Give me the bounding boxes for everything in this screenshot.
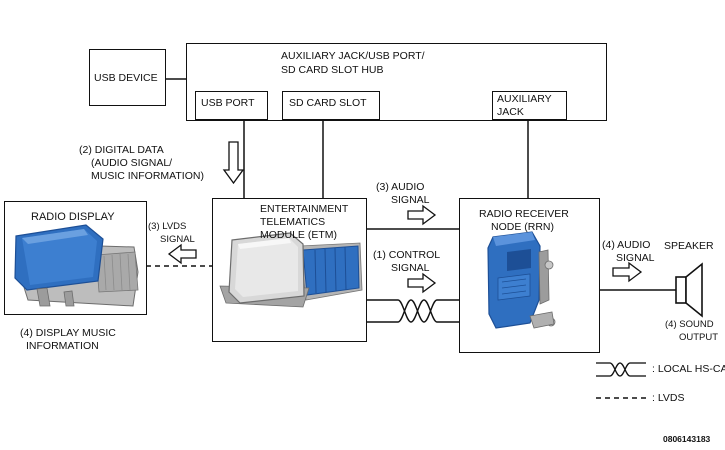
digital-data-label-line1: (2) DIGITAL DATA xyxy=(79,144,164,156)
legend-hs-can-symbol xyxy=(596,362,646,377)
lvds-signal-label-line2: SIGNAL xyxy=(160,234,195,245)
radio-display-illustration xyxy=(14,224,139,307)
rrn-label-line2: NODE (RRN) xyxy=(491,221,554,233)
speaker-caption-line2: OUTPUT xyxy=(679,332,719,343)
speaker-icon xyxy=(675,262,703,318)
digital-data-label-line3: MUSIC INFORMATION) xyxy=(91,170,204,182)
audio-signal-3-arrow xyxy=(407,204,437,226)
etm-label-line2: TELEMATICS xyxy=(260,216,326,228)
usb-device-label: USB DEVICE xyxy=(94,72,158,84)
control-signal-label-line1: (1) CONTROL xyxy=(373,249,441,261)
usb-device-box xyxy=(89,49,166,106)
radio-display-box xyxy=(4,201,147,315)
audio-signal-4-label-line1: (4) AUDIO xyxy=(602,239,651,251)
digital-data-label-line2: (AUDIO SIGNAL/ xyxy=(91,157,173,169)
sd-card-slot-box xyxy=(282,91,380,120)
radio-display-title: RADIO DISPLAY xyxy=(31,211,115,223)
usb-port-label: USB PORT xyxy=(201,97,255,109)
aux-jack-box xyxy=(492,91,567,120)
digital-data-arrow xyxy=(222,141,245,185)
hub-title-line2: SD CARD SLOT HUB xyxy=(281,64,384,76)
rrn-label-line1: RADIO RECEIVER xyxy=(479,208,569,220)
audio-signal-4-arrow xyxy=(612,261,643,283)
aux-jack-label-line2: JACK xyxy=(497,106,524,118)
legend-hs-can-label: : LOCAL HS-CAN xyxy=(652,363,725,375)
radio-display-caption-line1: (4) DISPLAY MUSIC xyxy=(20,327,116,339)
speaker-caption-line1: (4) SOUND xyxy=(665,319,714,330)
control-signal-label-line2: SIGNAL xyxy=(391,262,430,274)
legend-lvds-label: : LVDS xyxy=(652,392,685,404)
usb-port-box xyxy=(195,91,268,120)
etm-box xyxy=(212,198,367,342)
audio-signal-3-label-line1: (3) AUDIO xyxy=(376,181,425,193)
lvds-signal-arrow xyxy=(167,243,197,265)
rrn-illustration xyxy=(487,231,556,329)
etm-label-line1: ENTERTAINMENT xyxy=(260,203,349,215)
hs-can-twisted-pair xyxy=(366,299,459,323)
aux-jack-label-line1: AUXILIARY xyxy=(497,93,552,105)
audio-signal-3-label-line2: SIGNAL xyxy=(391,194,430,206)
radio-display-caption-line2: INFORMATION xyxy=(26,340,99,352)
rrn-box xyxy=(459,198,600,353)
control-signal-arrow xyxy=(407,272,437,294)
speaker-title: SPEAKER xyxy=(664,240,714,252)
audio-signal-4-label-line2: SIGNAL xyxy=(616,252,655,264)
figure-id: 0806143183 xyxy=(663,434,711,444)
etm-label-line3: MODULE (ETM) xyxy=(260,229,337,241)
sd-card-slot-label: SD CARD SLOT xyxy=(289,97,367,109)
hub-title-line1: AUXILIARY JACK/USB PORT/ xyxy=(281,50,425,62)
etm-illustration xyxy=(219,232,363,308)
lvds-signal-label-line1: (3) LVDS xyxy=(148,221,187,232)
